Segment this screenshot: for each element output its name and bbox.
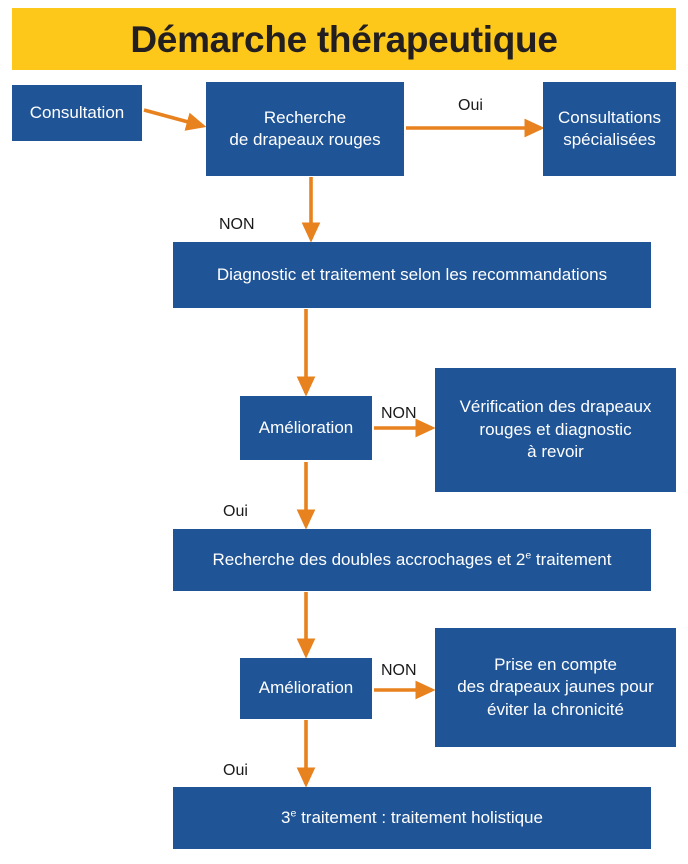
node-consultation-label: Consultation: [29, 102, 125, 122]
node-consultations-specialisees[interactable]: Consultations spécialisées: [543, 82, 676, 176]
node-doubles-text-after: traitement: [531, 549, 612, 569]
node-verification-line-1: Vérification des drapeaux: [459, 397, 652, 417]
edge-label-non-top: NON: [219, 216, 255, 233]
edge-label-oui-top: Oui: [458, 97, 483, 114]
node-diagnostic-traitement[interactable]: Diagnostic et traitement selon les recom…: [173, 242, 651, 308]
node-consultations-line-2: spécialisées: [563, 130, 656, 149]
node-verification-drapeaux-label: Vérification des drapeaux rouges et diag…: [460, 396, 652, 463]
node-recherche-line-1: Recherche: [263, 107, 347, 127]
node-amelioration-2[interactable]: Amélioration: [240, 658, 372, 719]
node-verification-drapeaux[interactable]: Vérification des drapeaux rouges et diag…: [435, 368, 676, 492]
node-recherche-line-2: de drapeaux rouges: [229, 130, 381, 149]
arrow-consultation-to-recherche: [143, 108, 207, 131]
node-verification-line-2: rouges et diagnostic: [479, 419, 632, 439]
edge-label-oui-amelioration-1: Oui: [223, 503, 248, 520]
node-amelioration-1-label: Amélioration: [258, 417, 354, 437]
node-amelioration-1[interactable]: Amélioration: [240, 396, 372, 460]
node-troisieme-traitement[interactable]: 3e traitement : traitement holistique: [173, 787, 651, 849]
node-prise-en-compte-drapeaux-jaunes[interactable]: Prise en compte des drapeaux jaunes pour…: [435, 628, 676, 747]
edge-label-non-amelioration-1: NON: [381, 405, 417, 422]
node-recherche-doubles-label: Recherche des doubles accrochages et 2e …: [213, 549, 612, 571]
node-recherche-doubles-accrochages[interactable]: Recherche des doubles accrochages et 2e …: [173, 529, 651, 591]
node-recherche-drapeaux-rouges[interactable]: Recherche de drapeaux rouges: [206, 82, 404, 176]
node-troisieme-sup: e: [290, 807, 297, 820]
node-troisieme-traitement-label: 3e traitement : traitement holistique: [281, 807, 543, 829]
node-consultations-specialisees-label: Consultations spécialisées: [558, 107, 661, 152]
page-title-banner: Démarche thérapeutique: [12, 8, 676, 70]
node-consultations-line-1: Consultations: [557, 107, 661, 127]
node-prise-line-1: Prise en compte: [494, 654, 617, 674]
page-title: Démarche thérapeutique: [130, 18, 558, 60]
node-verification-line-3: à revoir: [527, 442, 584, 462]
node-diagnostic-traitement-label: Diagnostic et traitement selon les recom…: [216, 264, 608, 284]
node-prise-line-2: des drapeaux jaunes pour: [457, 677, 654, 697]
node-prise-en-compte-label: Prise en compte des drapeaux jaunes pour…: [457, 654, 654, 721]
node-doubles-text-before: Recherche des doubles accrochages et 2: [212, 549, 526, 569]
edge-label-oui-amelioration-2: Oui: [223, 762, 248, 779]
node-amelioration-2-label: Amélioration: [258, 678, 354, 698]
node-consultation[interactable]: Consultation: [12, 85, 142, 141]
node-recherche-drapeaux-rouges-label: Recherche de drapeaux rouges: [229, 107, 380, 152]
node-troisieme-text-before: 3: [281, 807, 291, 827]
node-troisieme-text-after: traitement : traitement holistique: [296, 807, 543, 827]
node-doubles-sup: e: [525, 549, 532, 562]
edge-label-non-amelioration-2: NON: [381, 662, 417, 679]
node-prise-line-3: éviter la chronicité: [486, 699, 624, 719]
